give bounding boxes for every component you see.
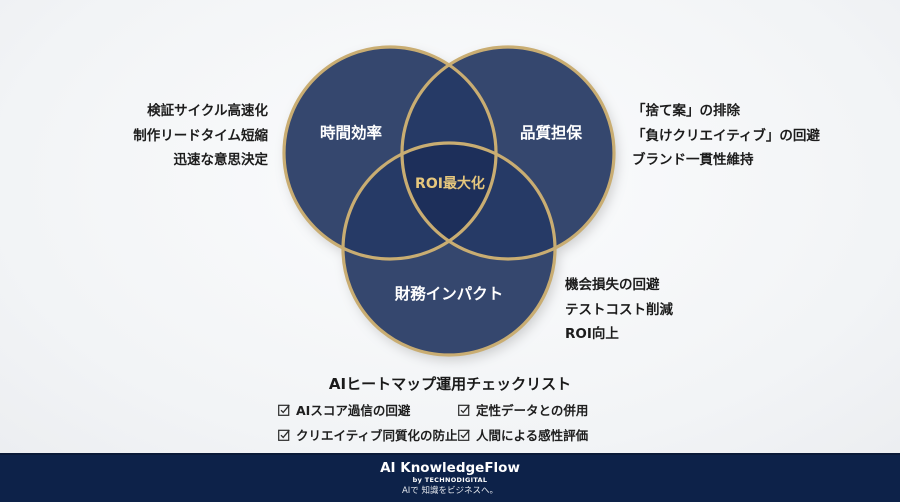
label-time-efficiency: 時間効率 — [320, 123, 383, 142]
benefit-item: 制作リードタイム短縮 — [133, 127, 268, 144]
checkbox-checked-icon — [458, 429, 470, 441]
benefit-item: 「負けクリエイティブ」の回避 — [632, 127, 820, 144]
checklist-item-label: 人間による感性評価 — [476, 428, 589, 443]
checkbox-checked-icon — [278, 429, 290, 441]
time-efficiency-benefits: 検証サイクル高速化 制作リードタイム短縮 迅速な意思決定 — [133, 99, 268, 173]
label-quality-assurance: 品質担保 — [520, 123, 583, 142]
financial-impact-benefits: 機会損失の回避 テストコスト削減 ROI向上 — [565, 273, 673, 347]
benefit-item: 機会損失の回避 — [565, 277, 660, 293]
checklist-item: クリエイティブ同質化の防止 — [278, 425, 458, 444]
brand-tagline: AIで 知識をビジネスへ。 — [401, 486, 499, 496]
brand-name: AI KnowledgeFlow — [380, 460, 520, 476]
diagram-canvas: 時間効率 品質担保 財務インパクト ROI最大化 検証サイクル高速化 制作リード… — [0, 0, 900, 453]
quality-assurance-benefits: 「捨て案」の排除 「負けクリエイティブ」の回避 ブランド一貫性維持 — [632, 99, 820, 173]
checklist-item-label: AIスコア過信の回避 — [296, 403, 411, 418]
checklist-section: AIヒートマップ運用チェックリスト AIスコア過信の回避 定性データとの併用 — [0, 373, 900, 443]
checklist-item-label: 定性データとの併用 — [476, 403, 589, 418]
benefit-item: 迅速な意思決定 — [173, 152, 269, 168]
label-financial-impact: 財務インパクト — [395, 284, 504, 303]
benefit-item: ブランド一貫性維持 — [632, 152, 754, 168]
venn-diagram: 時間効率 品質担保 財務インパクト ROI最大化 — [282, 45, 616, 357]
checklist-grid: AIスコア過信の回避 定性データとの併用 クリエイティブ同質化の防止 — [278, 400, 598, 444]
brand-byline: by TECHNODIGITAL — [412, 476, 488, 484]
checklist-item: 定性データとの併用 — [458, 400, 598, 419]
benefit-item: 「捨て案」の排除 — [632, 103, 740, 119]
label-roi-max: ROI最大化 — [415, 175, 485, 192]
benefit-item: ROI向上 — [565, 326, 619, 342]
checkbox-checked-icon — [458, 404, 470, 416]
checkbox-checked-icon — [278, 404, 290, 416]
checklist-item-label: クリエイティブ同質化の防止 — [296, 428, 458, 443]
footer-banner: AI KnowledgeFlow by TECHNODIGITAL AIで 知識… — [0, 453, 900, 502]
checklist-title: AIヒートマップ運用チェックリスト — [328, 375, 572, 393]
checklist-item: AIスコア過信の回避 — [278, 400, 458, 419]
circle-outline-financial — [341, 141, 557, 357]
benefit-item: テストコスト削減 — [565, 301, 673, 318]
benefit-item: 検証サイクル高速化 — [147, 103, 268, 119]
checklist-item: 人間による感性評価 — [458, 425, 598, 444]
